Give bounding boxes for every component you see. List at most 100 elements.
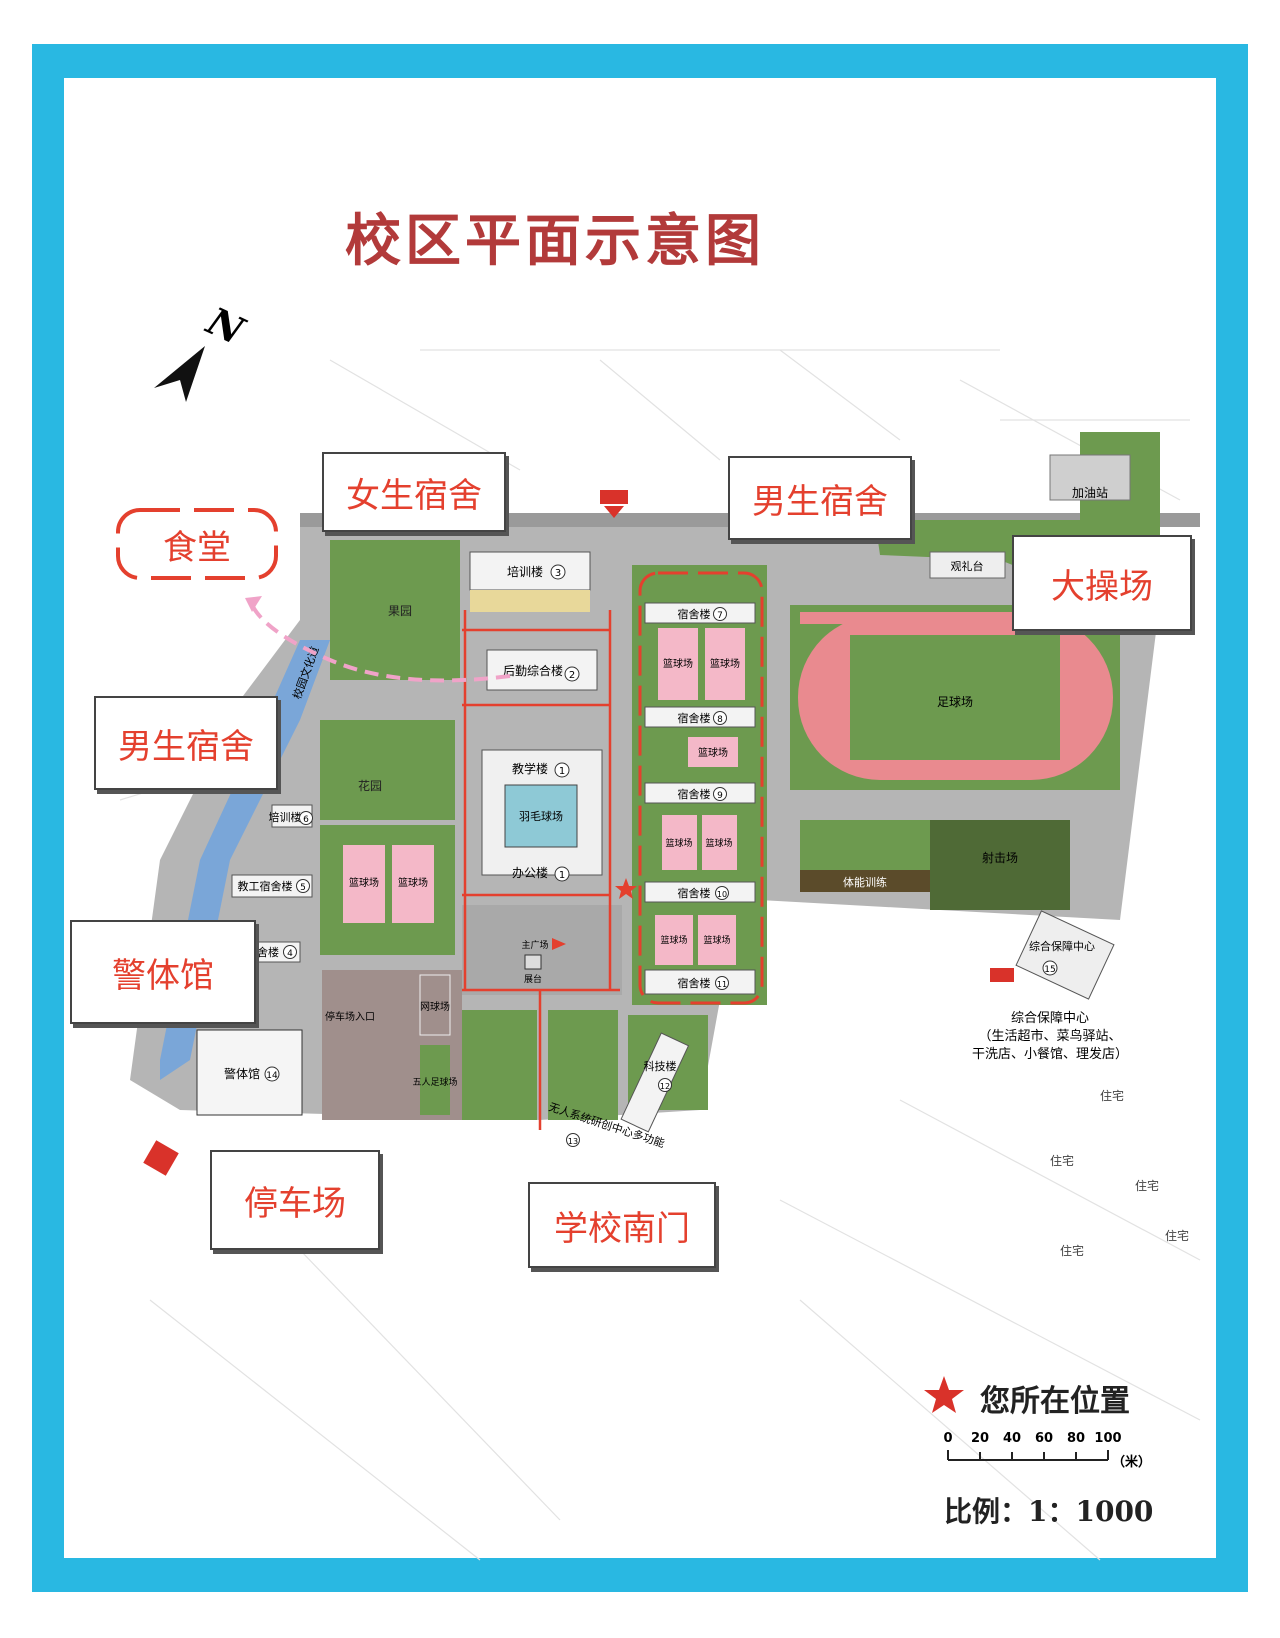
service-note-line3: 干洗店、小餐馆、理发店） [972,1046,1128,1062]
gas-station-label: 加油站 [1072,486,1108,500]
num-8: 8 [717,715,723,725]
podium-label: 展台 [524,973,542,985]
shooting-range [930,820,1070,910]
badminton-label: 羽毛球场 [519,809,563,823]
scale-tick-80: 80 [1067,1431,1085,1446]
callout-girls-dorm: 女生宿舍 [322,452,506,532]
legend-star-icon [924,1376,964,1413]
num-13: 13 [568,1137,578,1146]
scale-tick-0: 0 [943,1431,952,1446]
num-4-badge [283,945,297,959]
north-label: N [200,298,253,354]
residential-4: 住宅 [1060,1243,1084,1258]
scale-ratio: 比例：1：1000 [944,1495,1154,1528]
num-7-badge [713,607,727,621]
scale-unit: （米） [1112,1454,1151,1470]
east-courts [655,628,745,965]
staff-dorm-5 [231,874,313,898]
num-1a-badge [554,762,570,778]
training-building-3 [469,551,591,591]
callout-south-gate: 学校南门 [528,1182,716,1268]
parking-entry-label: 停车场入口 [325,1010,375,1023]
num-10: 10 [717,890,727,899]
num-1b-badge [554,866,570,882]
canteen-highlight [116,508,278,580]
callout-boys-dorm-west: 男生宿舍 [94,696,278,790]
service-note-line1: 综合保障中心 [1011,1011,1089,1026]
num-6-badge [299,811,313,825]
training-courtyard [470,590,590,612]
num-15-badge [1042,960,1058,976]
office-label: 办公楼 [512,865,548,880]
num-8-badge [713,711,727,725]
scale-tick-60: 60 [1035,1431,1053,1446]
legend-location-label: 您所在位置 [980,1384,1130,1419]
residential-2: 住宅 [1050,1153,1074,1168]
dorm11-label: 宿舍楼 [678,976,711,990]
south-green-w [462,1010,537,1120]
num-13-badge [566,1133,580,1147]
callout-canteen: 食堂 [163,527,231,568]
num-12: 12 [660,1082,670,1091]
route-lines [462,610,620,1130]
num-5: 5 [300,883,306,893]
court-e3-label: 篮球场 [698,746,728,759]
num-4: 4 [287,949,293,959]
shooting-label: 射击场 [982,850,1018,865]
num-3: 3 [555,568,561,579]
num-14-badge [264,1066,280,1082]
num-2-badge [564,666,580,682]
north-gate-arrow [604,506,624,518]
callout-playground: 大操场 [1012,535,1192,631]
canteen-route [248,599,511,683]
basketball-block-west [320,825,455,955]
badminton-court [504,784,578,848]
podium [524,954,542,970]
service-note-line2: （生活超市、菜鸟驿站、 [978,1028,1121,1044]
dorm7-label: 宿舍楼 [678,607,711,621]
north-gate-sign [600,490,628,504]
flag-icon [552,938,566,950]
gas-station [1049,454,1131,501]
viewing-stand [929,551,1006,579]
training-label: 培训楼 [507,564,543,579]
dorm4-label: 舍楼 [257,945,279,959]
num-3-badge [550,564,566,580]
court-e2-label: 篮球场 [710,657,740,670]
north-arrow: N [154,298,252,402]
num-10-badge [715,886,729,900]
callout-parking: 停车场 [210,1150,380,1250]
tennis-court [419,974,451,1036]
residential-3: 住宅 [1135,1178,1159,1193]
page-title: 校区平面示意图 [345,208,765,274]
five-a-side-field [420,1045,450,1115]
main-square-label: 主广场 [521,939,548,951]
num-6: 6 [303,815,309,825]
football-field [850,635,1060,760]
compass-arrow-icon [154,346,205,402]
service-center-label: 综合保障中心 [1029,939,1095,953]
orchard-block [330,540,460,680]
num-7: 7 [717,611,723,621]
staff-dorm-label: 教工宿舍楼 [238,879,293,893]
sprint-lane [800,612,1030,624]
orchard-label: 果园 [388,604,412,618]
num-1a: 1 [559,766,565,777]
court-w1 [343,845,385,923]
scale-tick-40: 40 [1003,1431,1021,1446]
callout-police-gym: 警体馆 [70,920,256,1024]
court-w2-label: 篮球场 [398,876,428,889]
court-e5-label: 篮球场 [705,837,732,849]
residential-5: 住宅 [1165,1228,1189,1243]
num-14: 14 [266,1071,278,1081]
num-15: 15 [1044,965,1055,975]
logistics-building-2 [486,649,598,691]
num-1b: 1 [559,870,565,881]
fitness-area-top [800,820,930,870]
south-green-e [548,1010,618,1120]
you-are-here-star [615,878,637,899]
scale-tick-20: 20 [971,1431,989,1446]
num-12-badge [658,1078,672,1092]
service-center-15 [1015,910,1115,1000]
